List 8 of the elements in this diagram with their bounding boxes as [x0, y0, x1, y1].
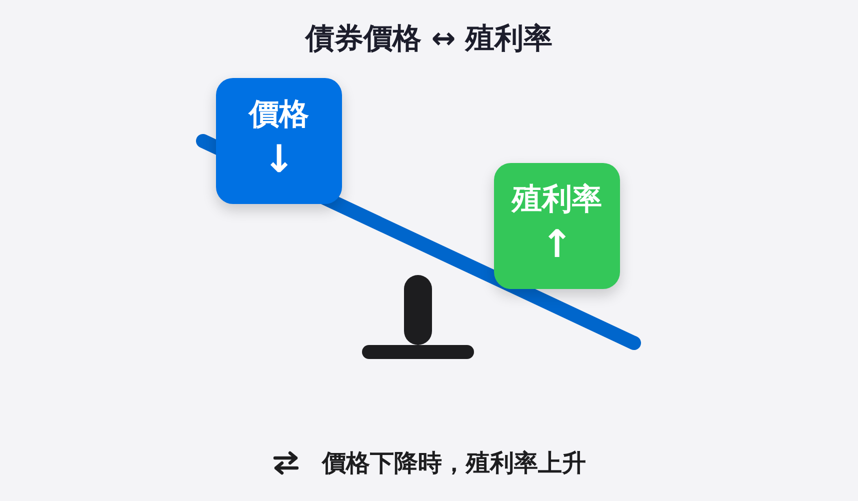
- card-title: 殖利率: [512, 181, 602, 219]
- card-title: 價格: [249, 96, 309, 134]
- caption-text: 價格下降時，殖利率上升: [322, 448, 586, 479]
- price-card: [216, 78, 342, 204]
- change-arrow: ↓: [263, 137, 295, 181]
- yield-card: [494, 163, 620, 289]
- title: 債券價格 ↔ 殖利率: [305, 20, 553, 57]
- change-arrow: ↑: [541, 222, 573, 266]
